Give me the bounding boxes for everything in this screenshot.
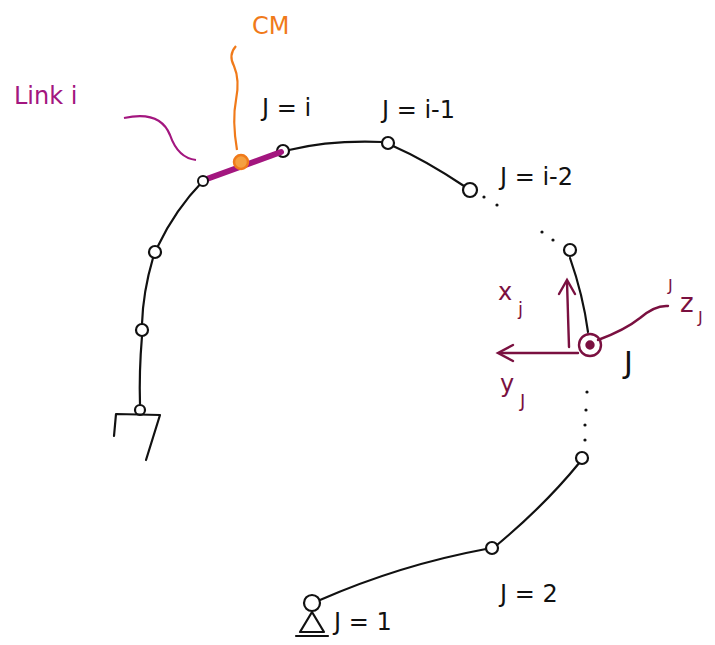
link-line	[140, 336, 142, 404]
joint-circle	[304, 595, 320, 611]
link-line	[570, 258, 588, 332]
link-leader	[124, 116, 196, 160]
label: J	[668, 278, 673, 294]
label: J = 2	[500, 582, 558, 606]
joint-frame-circle	[579, 334, 601, 356]
joint-circle	[576, 452, 588, 464]
end-effector	[114, 414, 160, 460]
cm-leader	[231, 46, 237, 150]
y-arrowhead	[498, 345, 513, 361]
joint-circle	[382, 137, 394, 149]
z-leader	[598, 306, 668, 340]
link-line	[320, 549, 486, 600]
label: J = i	[262, 96, 311, 120]
label: J	[624, 348, 633, 378]
cm-marker	[234, 155, 248, 169]
label: J = i-2	[500, 165, 573, 189]
label: J = 1	[334, 610, 392, 634]
label: J	[698, 310, 703, 326]
joint-circle	[486, 542, 498, 554]
label: CM	[252, 14, 289, 38]
link-i-highlight	[204, 152, 281, 180]
joint-circle	[136, 324, 148, 336]
y-axis-arrow	[500, 352, 578, 354]
joint-circle	[149, 246, 161, 258]
link-line	[289, 142, 382, 150]
joint-circle	[463, 183, 477, 197]
link-line	[393, 146, 464, 186]
label: J = i-1	[382, 98, 455, 122]
label: y	[500, 372, 514, 396]
continuation-dots	[482, 195, 588, 441]
label: z	[680, 290, 694, 316]
label: j	[518, 300, 523, 318]
z-axis-dot	[587, 342, 594, 349]
base-triangle	[300, 612, 324, 632]
label: Link i	[14, 84, 77, 108]
link-line	[158, 181, 203, 246]
label: x	[498, 280, 512, 304]
link-line	[497, 462, 580, 545]
x-axis-arrow	[567, 282, 569, 347]
x-arrowhead	[559, 280, 575, 294]
ground-line	[296, 635, 328, 637]
link-line	[142, 258, 153, 324]
label: J	[520, 392, 525, 410]
joint-circle	[198, 176, 208, 186]
joint-circle	[564, 244, 576, 256]
